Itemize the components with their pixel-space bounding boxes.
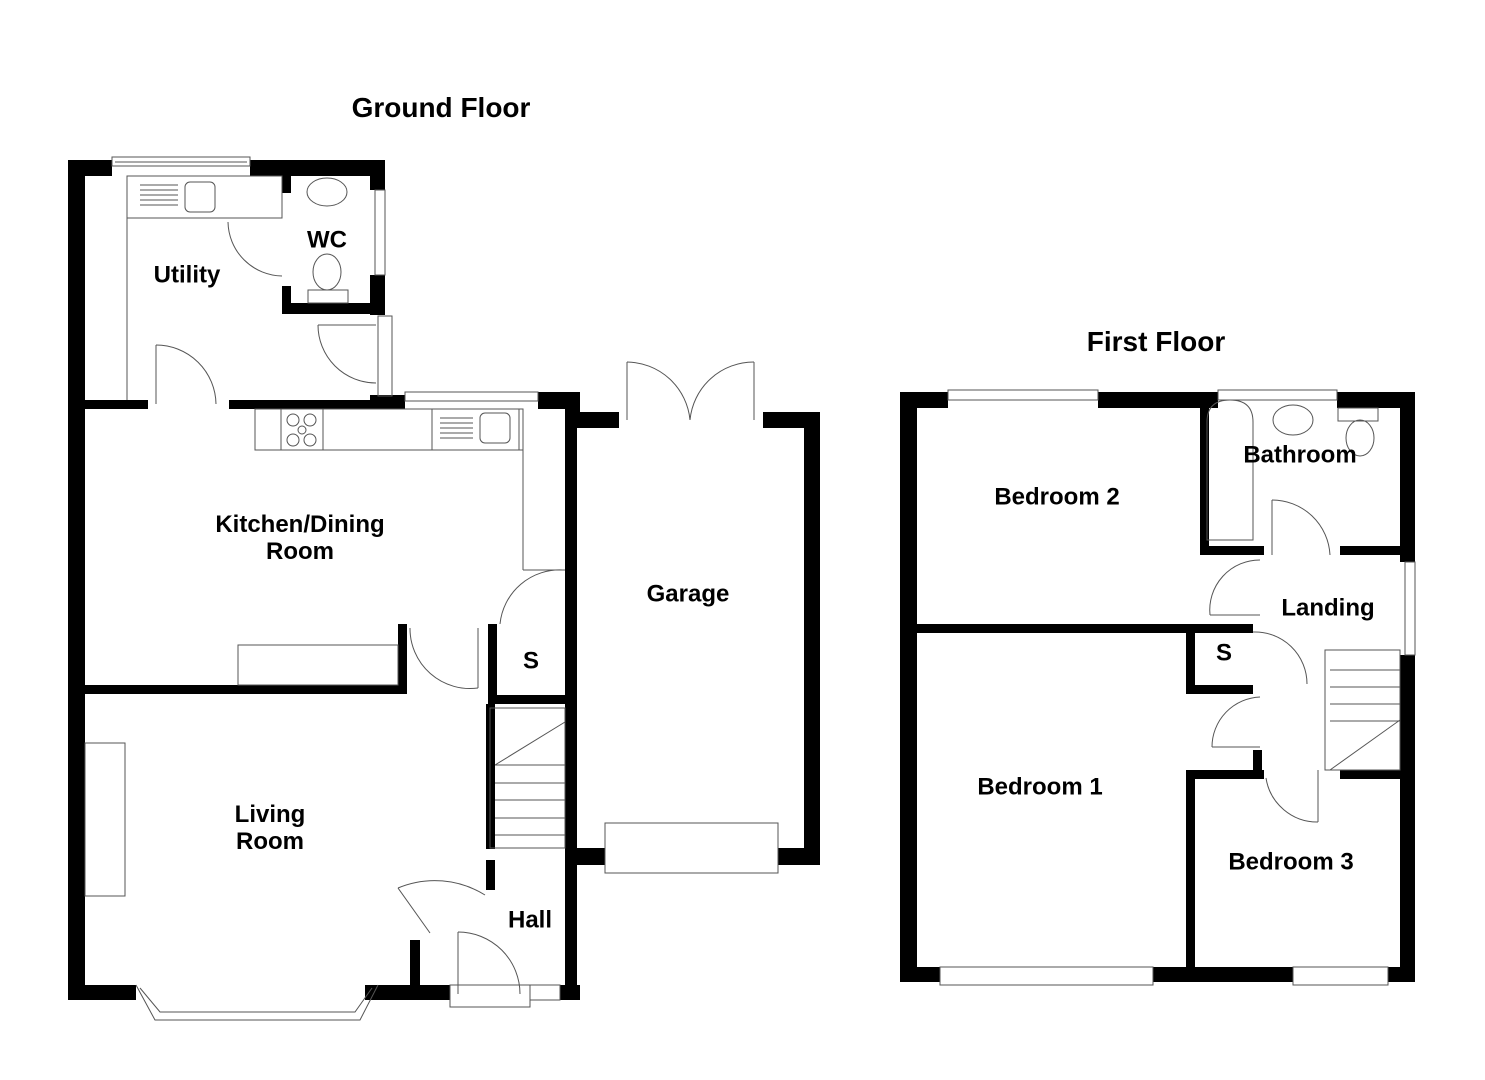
room-label-landing: Landing: [1281, 594, 1375, 622]
room-label-kitchen: Kitchen/Dining Room: [215, 511, 384, 565]
room-label-utility: Utility: [153, 261, 221, 289]
room-label-living-room: Living Room: [235, 801, 306, 855]
kitchen-label-line1: Kitchen/Dining: [215, 511, 385, 538]
room-label-store: S: [522, 647, 540, 675]
ground-floor-fixtures: [84, 156, 779, 1021]
first-floor-walls: [900, 392, 1415, 982]
room-label-hall: Hall: [507, 906, 553, 934]
room-label-wc: WC: [307, 226, 347, 254]
room-label-bedroom-3: Bedroom 3: [1228, 848, 1354, 876]
living-label-line2: Room: [235, 828, 304, 855]
room-label-store-first: S: [1215, 639, 1233, 667]
ground-floor-title: Ground Floor: [351, 92, 531, 123]
room-label-bathroom: Bathroom: [1243, 441, 1357, 469]
room-label-garage: Garage: [646, 580, 730, 608]
room-label-bedroom-1: Bedroom 1: [977, 773, 1103, 801]
living-label-line1: Living: [234, 801, 306, 828]
first-floor-title: First Floor: [1086, 326, 1226, 357]
room-label-bedroom-2: Bedroom 2: [994, 483, 1120, 511]
first-floor-fixtures: [939, 389, 1416, 986]
kitchen-label-line2: Room: [265, 538, 334, 565]
